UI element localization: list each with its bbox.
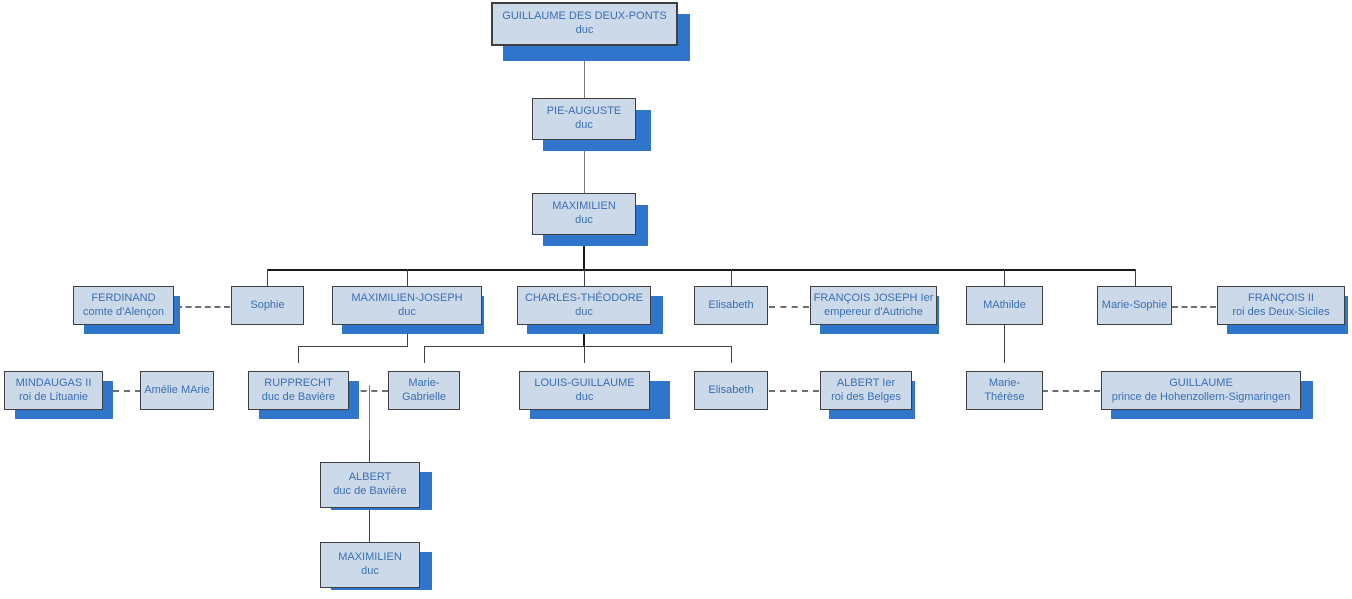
node-name: Elisabeth — [708, 298, 754, 311]
node-name: Marie-Sophie — [1101, 298, 1168, 311]
node-maximilien-duc-bottom[interactable]: MAXIMILIEN duc — [320, 542, 420, 588]
drop-to-rupprecht — [298, 346, 299, 363]
spouse-link-elisabeth-francoisjoseph — [769, 306, 809, 308]
node-title: roi des Belges — [831, 390, 901, 403]
node-sophie[interactable]: Sophie — [231, 286, 304, 325]
node-title: duc de Bavière — [261, 390, 336, 403]
node-title: Thérèse — [984, 390, 1025, 403]
node-mindaugas-ii[interactable]: MINDAUGAS II roi de Lituanie — [4, 371, 103, 410]
spouse-link-marietherese-guillaume — [1042, 390, 1100, 392]
drop-to-sophie — [267, 269, 268, 286]
node-louis-guillaume[interactable]: LOUIS-GUILLAUME duc — [519, 371, 650, 410]
node-name: Elisabeth — [708, 383, 754, 396]
node-title: duc — [575, 119, 593, 131]
spouse-link-mariesophie-francoisii — [1172, 306, 1216, 308]
node-name: Amélie MArie — [144, 383, 210, 396]
connector-guillaume-to-pieauguste — [584, 45, 585, 98]
node-title: duc — [575, 214, 593, 226]
node-rupprecht[interactable]: RUPPRECHT duc de Bavière — [248, 371, 349, 410]
node-name: Marie- — [408, 376, 440, 389]
node-title: empereur d'Autriche — [824, 305, 923, 318]
node-francois-joseph-1er[interactable]: FRANÇOIS JOSEPH Ier empereur d'Autriche — [810, 286, 937, 325]
node-marie-sophie[interactable]: Marie-Sophie — [1097, 286, 1172, 325]
connector-charlestheodore-stem — [583, 325, 585, 346]
node-albert-duc-de-baviere[interactable]: ALBERT duc de Bavière — [320, 462, 420, 508]
node-name: FERDINAND — [91, 291, 156, 304]
node-name: PIE-AUGUSTE — [546, 105, 622, 118]
drop-to-louis-guillaume — [584, 346, 585, 363]
node-maximilien-joseph[interactable]: MAXIMILIEN-JOSEPH duc — [332, 286, 482, 325]
node-albert-1er[interactable]: ALBERT Ier roi des Belges — [820, 371, 912, 410]
connector-maximilien-stem — [583, 235, 585, 270]
node-ferdinand[interactable]: FERDINAND comte d'Alençon — [73, 286, 174, 325]
drop-to-charles-theodore — [584, 269, 585, 286]
spouse-link-rupprecht-mariegabrielle — [350, 390, 388, 392]
connector-pieauguste-to-maximilien — [584, 140, 585, 193]
spouse-link-mindaugas-ameliemarie — [102, 390, 141, 392]
node-title: duc — [575, 24, 594, 36]
connector-couple-to-albert-baviere — [369, 385, 370, 462]
bus-charlestheodore-children — [424, 346, 732, 347]
node-name: FRANÇOIS II — [1247, 291, 1314, 304]
node-marie-therese[interactable]: Marie- Thérèse — [966, 371, 1043, 410]
node-elisabeth-row3[interactable]: Elisabeth — [694, 286, 768, 325]
drop-to-elisabeth-r3 — [731, 269, 732, 286]
sibling-bus-row3 — [267, 269, 1136, 271]
node-francois-ii[interactable]: FRANÇOIS II roi des Deux-Siciles — [1217, 286, 1345, 325]
node-name: ALBERT — [348, 471, 392, 484]
node-title: roi des Deux-Siciles — [1232, 305, 1330, 318]
node-amelie-marie[interactable]: Amélie MArie — [140, 371, 214, 410]
spouse-link-elisabeth-albert1er — [769, 390, 819, 392]
node-name: LOUIS-GUILLAUME — [534, 376, 635, 389]
node-name: FRANÇOIS JOSEPH Ier — [813, 291, 934, 304]
node-name: MINDAUGAS II — [15, 376, 92, 389]
node-maximilien-duc[interactable]: MAXIMILIEN duc — [532, 193, 636, 235]
drop-to-marie-gabrielle — [424, 346, 425, 363]
node-title: Gabrielle — [401, 390, 447, 403]
node-elisabeth-row4[interactable]: Elisabeth — [694, 371, 768, 410]
node-title: duc — [575, 305, 593, 318]
connector-maximilienjoseph-to-rupprecht — [407, 325, 408, 346]
drop-to-marie-sophie — [1135, 269, 1136, 286]
drop-to-maximilien-joseph — [407, 269, 408, 286]
node-guillaume-deux-ponts[interactable]: GUILLAUME DES DEUX-PONTS duc — [491, 2, 678, 46]
node-name: GUILLAUME DES DEUX-PONTS — [502, 10, 667, 23]
node-title: duc — [361, 565, 379, 577]
node-name: GUILLAUME — [1169, 376, 1233, 389]
connector-albert-stem — [369, 440, 370, 462]
node-name: CHARLES-THÉODORE — [525, 291, 643, 304]
node-name: Marie- — [988, 376, 1021, 389]
spouse-link-ferdinand-sophie — [176, 306, 230, 308]
drop-to-mathilde — [1004, 269, 1005, 286]
node-title: comte d'Alençon — [83, 305, 164, 318]
node-name: MAXIMILIEN — [338, 551, 402, 564]
node-mathilde[interactable]: MAthilde — [966, 286, 1043, 325]
node-name: RUPPRECHT — [264, 376, 333, 389]
node-guillaume-hohenzollern[interactable]: GUILLAUME prince de Hohenzollern-Sigmari… — [1101, 371, 1301, 410]
connector-mathilde-to-marietherese — [1004, 325, 1005, 363]
node-name: Sophie — [250, 298, 285, 311]
node-title: roi de Lituanie — [18, 390, 89, 403]
node-title: duc de Bavière — [333, 485, 407, 497]
node-name: ALBERT Ier — [836, 376, 896, 389]
node-title: prince de Hohenzollern-Sigmaringen — [1111, 390, 1291, 403]
node-charles-theodore[interactable]: CHARLES-THÉODORE duc — [517, 286, 651, 325]
node-name: MAthilde — [983, 298, 1026, 311]
node-title: duc — [575, 390, 594, 403]
node-marie-gabrielle[interactable]: Marie- Gabrielle — [388, 371, 460, 410]
drop-to-elisabeth-r4 — [731, 346, 732, 363]
connector-albertbaviere-to-maximilien — [369, 508, 370, 542]
node-name: MAXIMILIEN — [552, 200, 616, 213]
node-title: duc — [398, 305, 416, 318]
node-pie-auguste[interactable]: PIE-AUGUSTE duc — [532, 98, 636, 140]
bus-maximilienjoseph-children — [298, 346, 408, 347]
node-name: MAXIMILIEN-JOSEPH — [351, 291, 463, 304]
